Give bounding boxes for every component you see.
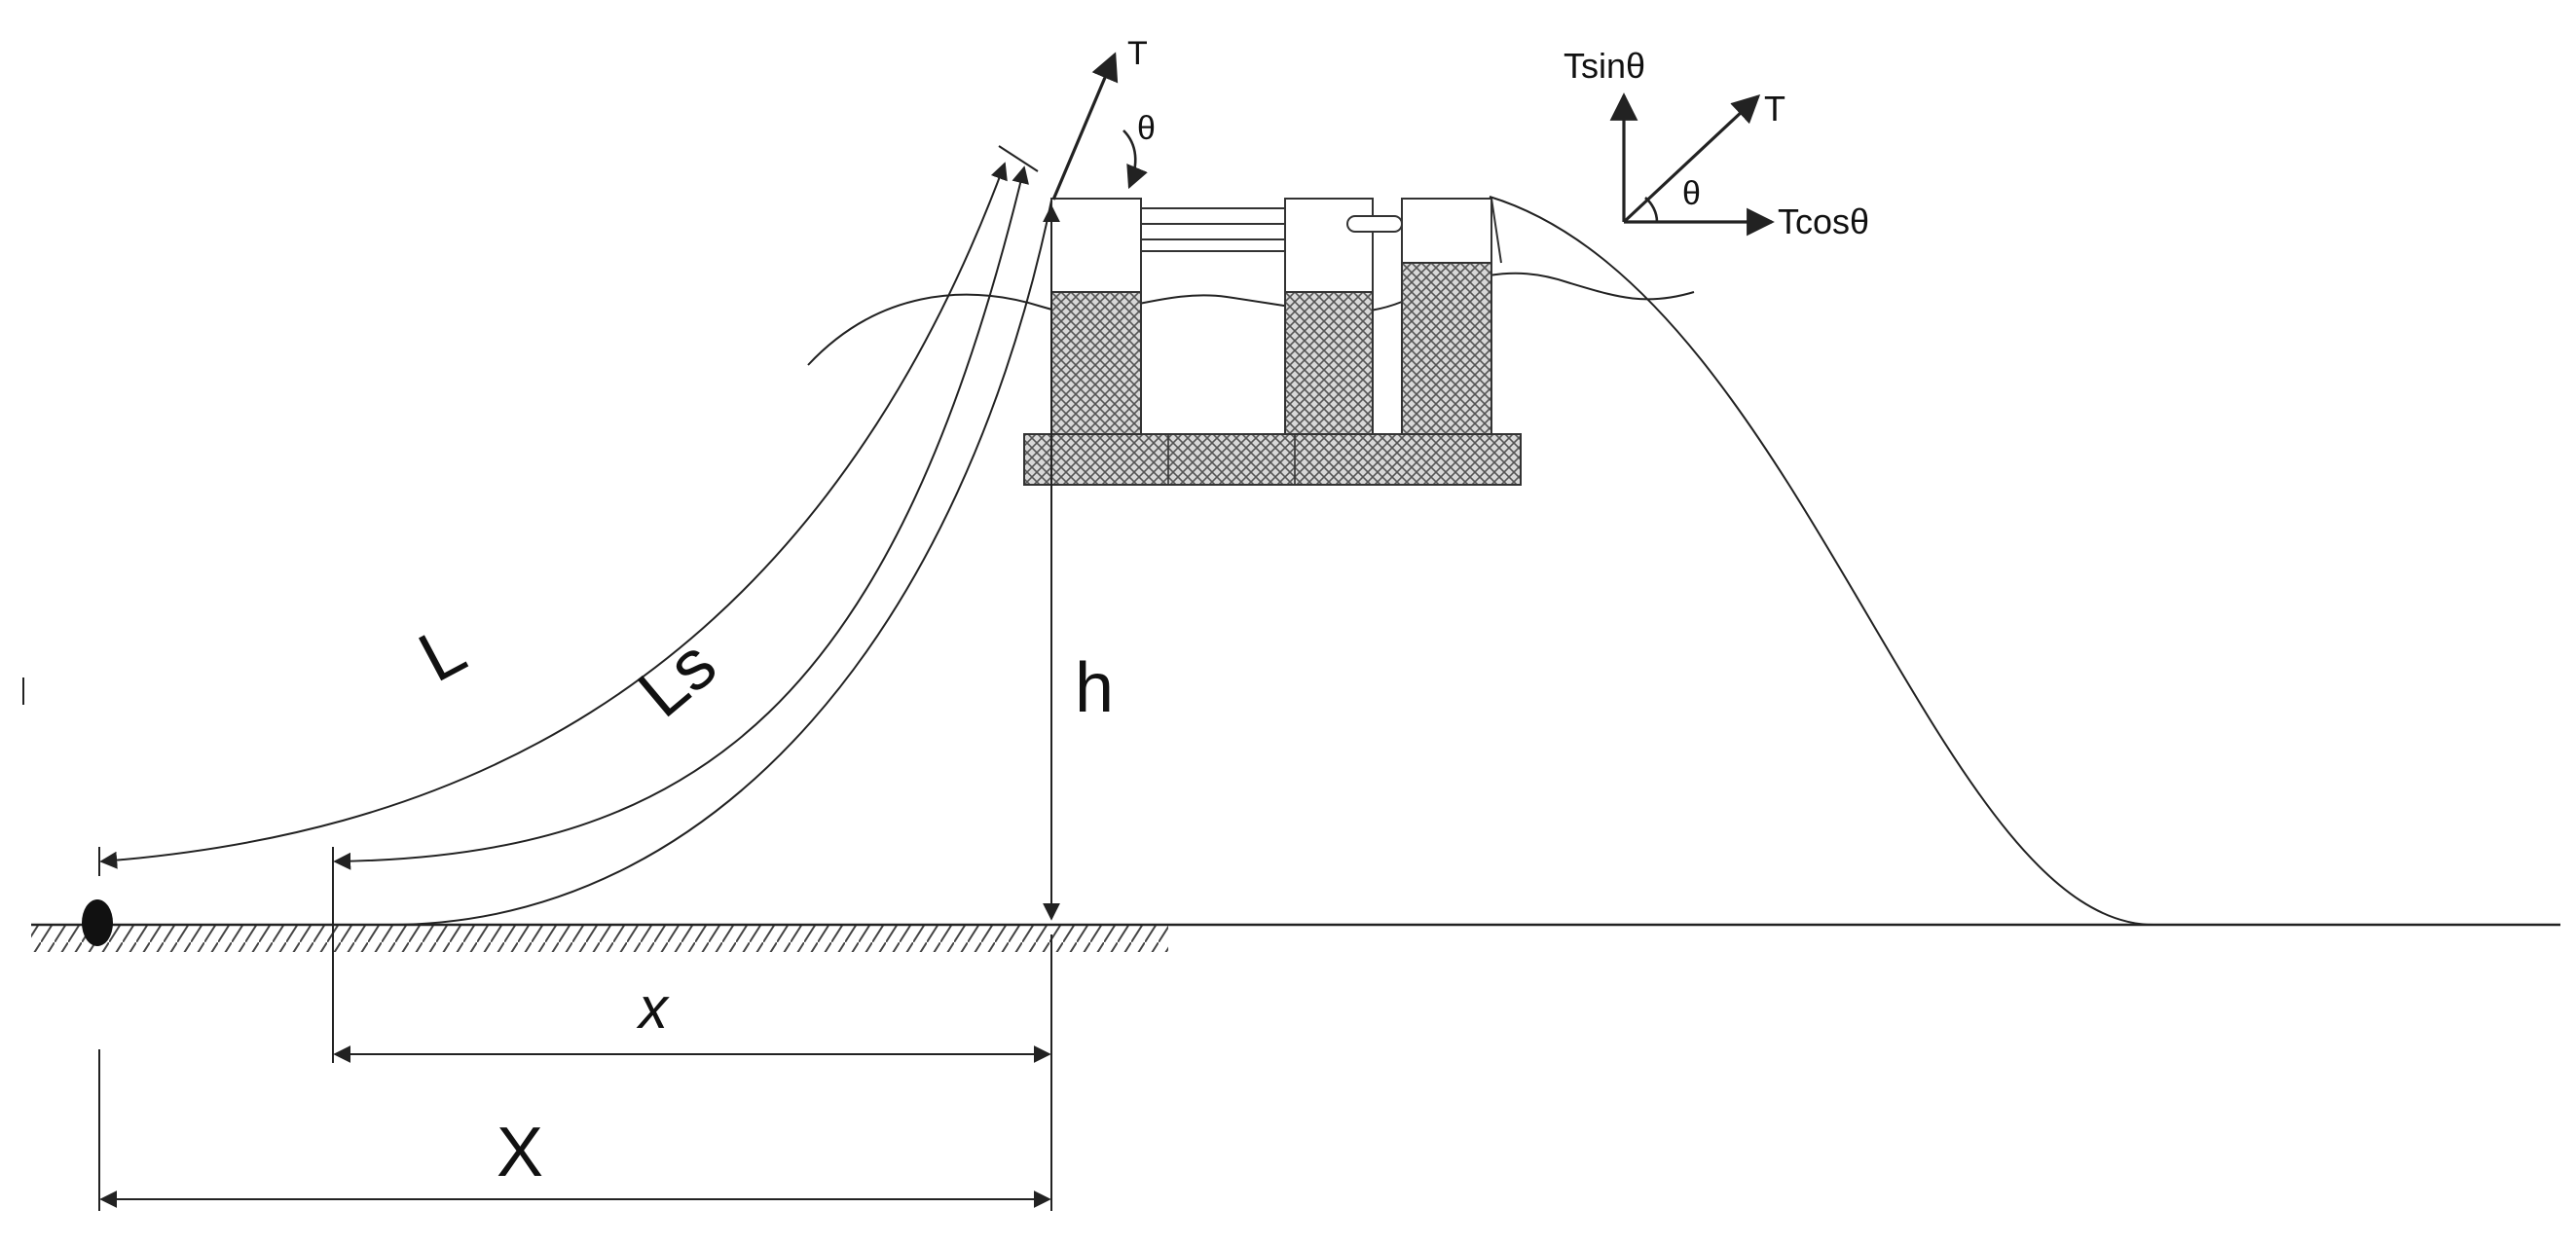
sea-surface xyxy=(807,272,1695,366)
line-length-Ls-label: Ls xyxy=(624,625,731,732)
inset-tension-label: T xyxy=(1764,89,1785,128)
dimension-x-label: x xyxy=(636,975,670,1041)
dimension-arc-L xyxy=(99,162,1008,869)
platform-brace-upper xyxy=(1140,207,1286,225)
platform-column-left-hull xyxy=(1050,291,1142,437)
platform-column-mid-hull xyxy=(1284,291,1374,437)
platform-brace-right xyxy=(1346,215,1403,233)
mooring-line-right xyxy=(1489,196,2157,927)
inset-theta-label: θ xyxy=(1682,175,1701,212)
seabed xyxy=(31,923,2560,952)
inset-theta-arc xyxy=(1644,197,1659,223)
platform-pontoon xyxy=(1023,433,1522,486)
platform-deck-edge xyxy=(1490,198,1502,264)
floating-platform xyxy=(1023,198,1522,486)
tension-label: T xyxy=(1127,35,1148,72)
dimension-arc-Ls xyxy=(333,165,1029,870)
horizontal-component-label: Tcosθ xyxy=(1778,201,1869,241)
force-decomposition-inset: T Tsinθ Tcosθ θ xyxy=(1564,46,1869,241)
line-length-L-label: L xyxy=(407,610,478,697)
dimension-X-label: X xyxy=(497,1114,543,1191)
theta-angle-arc xyxy=(1122,129,1148,190)
inset-tension-vector xyxy=(1622,94,1761,224)
mooring-line-left-taut xyxy=(388,200,1052,926)
water-depth-label: h xyxy=(1075,649,1114,727)
dimension-arc-offset xyxy=(998,145,1039,172)
vertical-component-label: Tsinθ xyxy=(1564,46,1645,86)
anchor-point xyxy=(82,899,113,946)
seabed-hatching xyxy=(31,925,1168,952)
theta-label: θ xyxy=(1137,110,1156,147)
platform-column-right-hull xyxy=(1401,262,1492,437)
tension-vector xyxy=(1051,52,1119,201)
platform-brace-lower xyxy=(1140,238,1286,252)
